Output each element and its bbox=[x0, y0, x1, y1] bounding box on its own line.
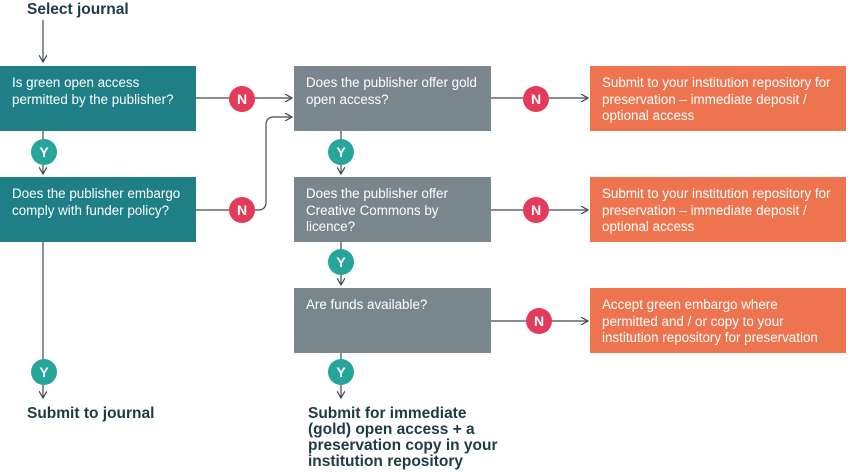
outcome-repository-deposit-1: Submit to your institution repository fo… bbox=[590, 66, 846, 131]
question-green-open-access: Is green open access permitted by the pu… bbox=[0, 66, 196, 131]
question-creative-commons: Does the publisher offer Creative Common… bbox=[294, 177, 491, 242]
no-badge-green-oa: N bbox=[229, 86, 255, 112]
question-funds-available: Are funds available? bbox=[294, 288, 491, 353]
yes-badge-funds: Y bbox=[328, 359, 354, 385]
yes-badge-embargo: Y bbox=[31, 359, 57, 385]
yes-badge-cc: Y bbox=[328, 249, 354, 275]
terminal-gold-open-access: Submit for immediate (gold) open access … bbox=[308, 405, 498, 470]
no-badge-cc: N bbox=[523, 197, 549, 223]
outcome-repository-deposit-2: Submit to your institution repository fo… bbox=[590, 177, 846, 242]
terminal-submit-to-journal: Submit to journal bbox=[27, 405, 155, 422]
no-badge-gold-oa: N bbox=[523, 86, 549, 112]
outcome-green-embargo: Accept green embargo where permitted and… bbox=[590, 288, 846, 353]
question-gold-open-access: Does the publisher offer gold open acces… bbox=[294, 66, 491, 131]
arrow-embargo-no bbox=[196, 117, 292, 211]
start-label: Select journal bbox=[27, 1, 129, 18]
yes-badge-green-oa: Y bbox=[31, 139, 57, 165]
no-badge-embargo: N bbox=[229, 197, 255, 223]
question-embargo-compliance: Does the publisher embargo comply with f… bbox=[0, 177, 196, 242]
no-badge-funds: N bbox=[526, 308, 552, 334]
yes-badge-gold-oa: Y bbox=[328, 139, 354, 165]
